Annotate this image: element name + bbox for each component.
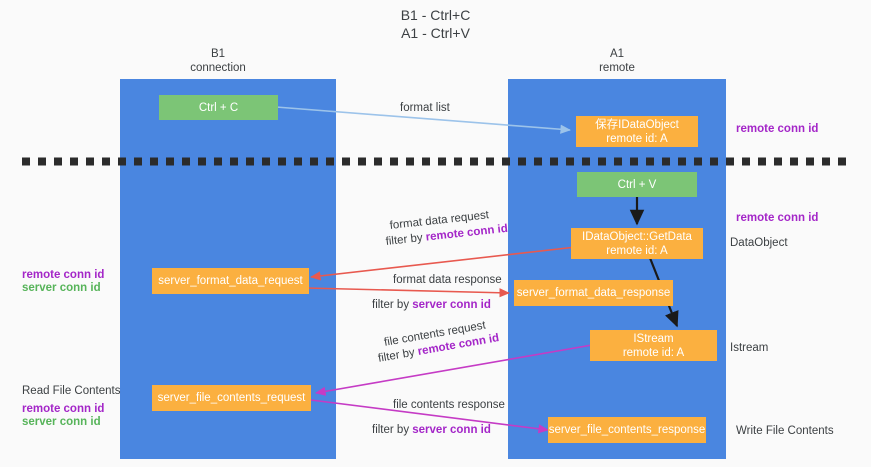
box-save-idataobject[interactable]: 保存IDataObject remote id: A xyxy=(576,116,698,147)
title-line-2: A1 - Ctrl+V xyxy=(401,25,470,41)
filter-key-server-conn-id: server conn id xyxy=(412,299,491,311)
edge-label-format-data-response-filter: filter by server conn id xyxy=(372,298,491,313)
box-server-format-data-response[interactable]: server_format_data_response xyxy=(514,280,673,306)
arrow-format-data-response xyxy=(305,287,510,298)
box-server-file-contents-response[interactable]: server_file_contents_response xyxy=(548,417,706,443)
box-idataobject-getdata[interactable]: IDataObject::GetData remote id: A xyxy=(571,228,703,259)
filter-prefix-text: filter by xyxy=(385,231,427,248)
lane-header-a1-sub: remote xyxy=(599,62,635,74)
lane-header-a1: A1 remote xyxy=(554,47,680,75)
annotation-left-bot-remote-conn-id: remote conn id xyxy=(22,403,105,415)
edge-label-file-contents-response-filter: filter by server conn id xyxy=(372,423,491,438)
annotation-left-mid-server-conn-id: server conn id xyxy=(22,282,101,294)
annotation-remote-conn-id-mid: remote conn id xyxy=(736,212,819,224)
box-istream[interactable]: IStream remote id: A xyxy=(590,330,717,361)
edge-label-file-contents-response: file contents response xyxy=(393,399,505,411)
lane-header-b1-sub: connection xyxy=(190,62,246,74)
filter-prefix-text: filter by xyxy=(372,299,413,311)
box-server-format-data-request[interactable]: server_format_data_request xyxy=(152,268,309,294)
box-server-file-contents-request[interactable]: server_file_contents_request xyxy=(152,385,311,411)
annotation-write-file-contents: Write File Contents xyxy=(736,425,834,437)
lane-header-a1-name: A1 xyxy=(609,48,625,60)
annotation-read-file-contents: Read File Contents xyxy=(22,385,121,397)
diagram-title: B1 - Ctrl+C A1 - Ctrl+V xyxy=(0,6,871,42)
filter-prefix-text: filter by xyxy=(372,424,413,436)
lane-header-b1: B1 connection xyxy=(155,47,281,75)
annotation-istream: Istream xyxy=(730,342,769,354)
filter-key-server-conn-id: server conn id xyxy=(412,424,491,436)
box-ctrl-v[interactable]: Ctrl + V xyxy=(577,172,697,197)
title-line-1: B1 - Ctrl+C xyxy=(400,7,471,23)
annotation-left-bot-server-conn-id: server conn id xyxy=(22,416,101,428)
annotation-remote-conn-id-top: remote conn id xyxy=(736,123,819,135)
annotation-left-mid-remote-conn-id: remote conn id xyxy=(22,269,105,281)
annotation-dataobject: DataObject xyxy=(730,237,788,249)
box-ctrl-c[interactable]: Ctrl + C xyxy=(159,95,278,120)
lane-header-b1-name: B1 xyxy=(210,48,226,60)
edge-label-format-data-response: format data response xyxy=(393,274,502,286)
edge-label-format-list: format list xyxy=(400,102,450,114)
filter-prefix-text: filter by xyxy=(377,346,419,365)
